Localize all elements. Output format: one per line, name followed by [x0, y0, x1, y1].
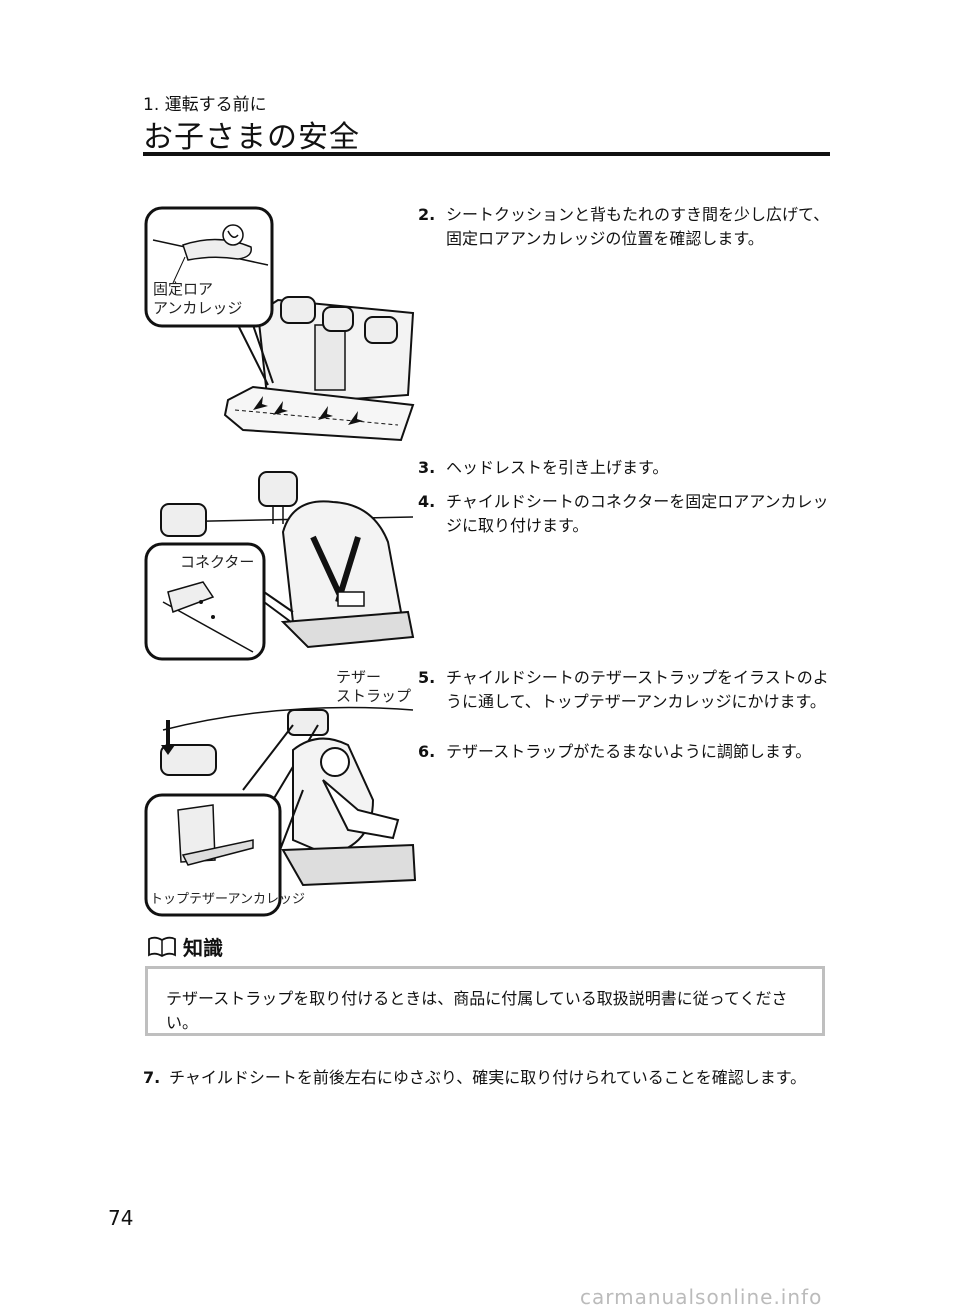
step-7: 7. チャイルドシートを前後左右にゆさぶり、確実に取り付けられていることを確認し…	[143, 1068, 807, 1087]
illustration-lower-anchor	[143, 205, 423, 455]
knowledge-text: テザーストラップを取り付けるときは、商品に付属している取扱説明書に従ってください…	[166, 989, 788, 1032]
page-title: お子さまの安全	[143, 120, 360, 155]
title-rule	[143, 152, 830, 156]
illustration-top-tether	[143, 670, 423, 920]
section-heading: 1. 運転する前に	[143, 95, 267, 115]
step-3: 3. ヘッドレストを引き上げます。	[418, 458, 669, 477]
connector-label: コネクター	[180, 553, 255, 571]
step-5: 5. チャイルドシートのテザーストラップをイラストのように通して、トップテザーア…	[418, 668, 829, 711]
illustration-connector	[143, 462, 423, 662]
page-number: 74	[108, 1206, 134, 1230]
step-4: 4. チャイルドシートのコネクターを固定ロアアンカレッジに取り付けます。	[418, 492, 829, 535]
step-6: 6. テザーストラップがたるまないように調節します。	[418, 742, 812, 761]
knowledge-box: テザーストラップを取り付けるときは、商品に付属している取扱説明書に従ってください…	[145, 966, 825, 1036]
step-2: 2. シートクッションと背もたれのすき間を少し広げて、固定ロアアンカレッジの位置…	[418, 205, 830, 248]
lower-anchor-label: 固定ロア アンカレッジ	[153, 280, 243, 317]
knowledge-heading: 知識	[147, 932, 223, 961]
tether-strap-label: テザー ストラップ	[336, 668, 412, 705]
knowledge-title: 知識	[183, 936, 223, 960]
top-tether-anchor-label: トップテザーアンカレッジ	[150, 892, 305, 907]
book-icon	[148, 936, 176, 957]
footer-watermark: carmanualsonline.info	[580, 1285, 823, 1309]
